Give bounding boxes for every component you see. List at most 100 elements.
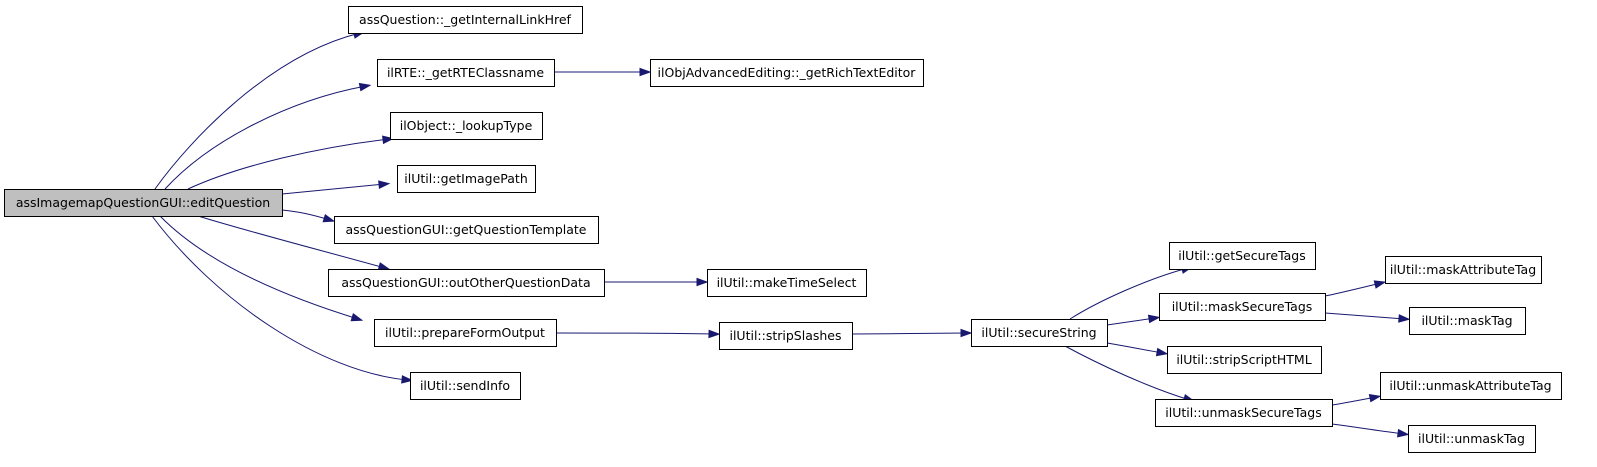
node-get-image-path[interactable]: ilUtil::getImagePath (397, 165, 536, 193)
edge-arrowhead (378, 180, 391, 189)
edge-line (1324, 282, 1382, 297)
edge-ass_edit-to-get_internal_link (154, 30, 366, 190)
edges-layer (151, 30, 1411, 438)
edge-ass_edit-to-send_info (151, 215, 414, 384)
node-label: assImagemapQuestionGUI::editQuestion (16, 195, 270, 210)
node-label: ilUtil::sendInfo (420, 378, 510, 393)
node-box (719, 322, 853, 350)
edge-arrowhead (1147, 314, 1161, 324)
edge-mask_secure_tags-to-mask_tag (1324, 312, 1411, 323)
edge-line (151, 215, 409, 381)
node-box (707, 269, 867, 297)
node-label: assQuestionGUI::outOtherQuestionData (341, 275, 590, 290)
edge-line (1106, 317, 1156, 326)
edge-line (1106, 342, 1164, 354)
edge-line (555, 332, 716, 335)
edge-line (1331, 423, 1405, 435)
node-box (650, 59, 924, 87)
node-label: assQuestionGUI::getQuestionTemplate (345, 222, 586, 237)
edge-mask_secure_tags-to-mask_attribute_tag (1324, 280, 1387, 297)
node-label: ilUtil::unmaskTag (1418, 431, 1525, 446)
edge-line (159, 215, 359, 320)
node-secure-string[interactable]: ilUtil::secureString (971, 319, 1108, 347)
edge-line (197, 215, 386, 269)
edge-line (1069, 267, 1189, 320)
node-label: ilUtil::maskAttributeTag (1390, 262, 1536, 277)
edge-strip_slashes-to-secure_string (851, 328, 973, 338)
edge-arrowhead (1398, 314, 1411, 323)
edge-arrowhead (1397, 428, 1410, 438)
node-send-info[interactable]: ilUtil::sendInfo (410, 372, 521, 400)
edge-arrowhead (1373, 280, 1387, 289)
node-strip-slashes[interactable]: ilUtil::stripSlashes (719, 322, 853, 350)
edge-line (281, 209, 331, 221)
node-make-time-select[interactable]: ilUtil::makeTimeSelect (707, 269, 867, 297)
node-label: ilUtil::getSecureTags (1178, 248, 1306, 263)
edge-arrowhead (350, 312, 364, 322)
node-box (1385, 256, 1542, 284)
edge-line (187, 138, 390, 190)
node-ass-edit[interactable]: assImagemapQuestionGUI::editQuestion (4, 189, 283, 217)
node-out-other-question-data[interactable]: assQuestionGUI::outOtherQuestionData (328, 269, 605, 297)
node-label: ilObject::_lookupType (400, 118, 533, 133)
edge-secure_string-to-strip_script_html (1106, 342, 1169, 357)
node-box (410, 372, 521, 400)
edge-line (154, 32, 361, 190)
node-lookup-type[interactable]: ilObject::_lookupType (390, 112, 543, 140)
node-box (334, 216, 599, 244)
node-get-secure-tags[interactable]: ilUtil::getSecureTags (1169, 242, 1316, 270)
node-prepare-form-output[interactable]: ilUtil::prepareFormOutput (374, 319, 557, 347)
edge-line (281, 183, 386, 195)
edge-arrowhead (322, 213, 336, 223)
edge-arrowhead (696, 277, 709, 287)
node-unmask-secure-tags[interactable]: ilUtil::unmaskSecureTags (1155, 399, 1333, 427)
edge-arrowhead (708, 329, 721, 339)
edge-line (1064, 345, 1191, 401)
edge-unmask_secure_tags-to-unmask_attribute_tag (1331, 393, 1382, 406)
node-unmask-tag[interactable]: ilUtil::unmaskTag (1408, 425, 1536, 453)
edge-arrowhead (960, 328, 973, 338)
node-box (1380, 372, 1562, 400)
edge-out_other_question_data-to-make_time_select (603, 277, 709, 287)
node-get-rich-text-editor[interactable]: ilObjAdvancedEditing::_getRichTextEditor (650, 59, 924, 87)
edge-ass_edit-to-prepare_form_output (159, 215, 364, 322)
edge-arrowhead (401, 375, 414, 384)
edge-arrowhead (639, 67, 652, 77)
node-label: ilUtil::secureString (981, 325, 1096, 340)
node-label: ilUtil::unmaskAttributeTag (1389, 378, 1551, 393)
node-get-question-template[interactable]: assQuestionGUI::getQuestionTemplate (334, 216, 599, 244)
node-label: ilUtil::maskTag (1421, 313, 1512, 328)
node-unmask-attribute-tag[interactable]: ilUtil::unmaskAttributeTag (1380, 372, 1562, 400)
node-label: ilUtil::makeTimeSelect (717, 275, 857, 290)
edge-line (1331, 396, 1377, 406)
edge-line (164, 85, 367, 190)
edge-line (851, 332, 968, 335)
edge-arrowhead (1155, 347, 1169, 357)
node-box (1409, 307, 1526, 335)
node-box (377, 59, 555, 87)
node-label: ilUtil::stripScriptHTML (1176, 352, 1311, 367)
node-box (1408, 425, 1536, 453)
nodes-layer: assImagemapQuestionGUI::editQuestionassQ… (4, 6, 1562, 453)
edge-arrowhead (358, 82, 372, 92)
node-mask-tag[interactable]: ilUtil::maskTag (1409, 307, 1526, 335)
node-mask-secure-tags[interactable]: ilUtil::maskSecureTags (1159, 293, 1326, 321)
node-strip-script-html[interactable]: ilUtil::stripScriptHTML (1167, 346, 1322, 374)
edge-ass_edit-to-get_image_path (281, 180, 391, 195)
edge-prepare_form_output-to-strip_slashes (555, 329, 721, 339)
node-label: ilObjAdvancedEditing::_getRichTextEditor (658, 65, 917, 80)
edge-secure_string-to-mask_secure_tags (1106, 314, 1161, 326)
node-box (1155, 399, 1333, 427)
edge-arrowhead (1368, 393, 1382, 403)
edge-line (1324, 312, 1406, 320)
edge-get_rte_classname-to-get_rich_text_editor (554, 67, 652, 77)
node-mask-attribute-tag[interactable]: ilUtil::maskAttributeTag (1385, 256, 1542, 284)
node-get-internal-link[interactable]: assQuestion::_getInternalLinkHref (348, 6, 583, 34)
node-box (1159, 293, 1326, 321)
node-box (4, 189, 283, 217)
node-box (390, 112, 543, 140)
node-get-rte-classname[interactable]: ilRTE::_getRTEClassname (377, 59, 555, 87)
node-label: ilUtil::prepareFormOutput (385, 325, 545, 340)
node-label: ilUtil::maskSecureTags (1172, 299, 1313, 314)
node-box (1167, 346, 1322, 374)
